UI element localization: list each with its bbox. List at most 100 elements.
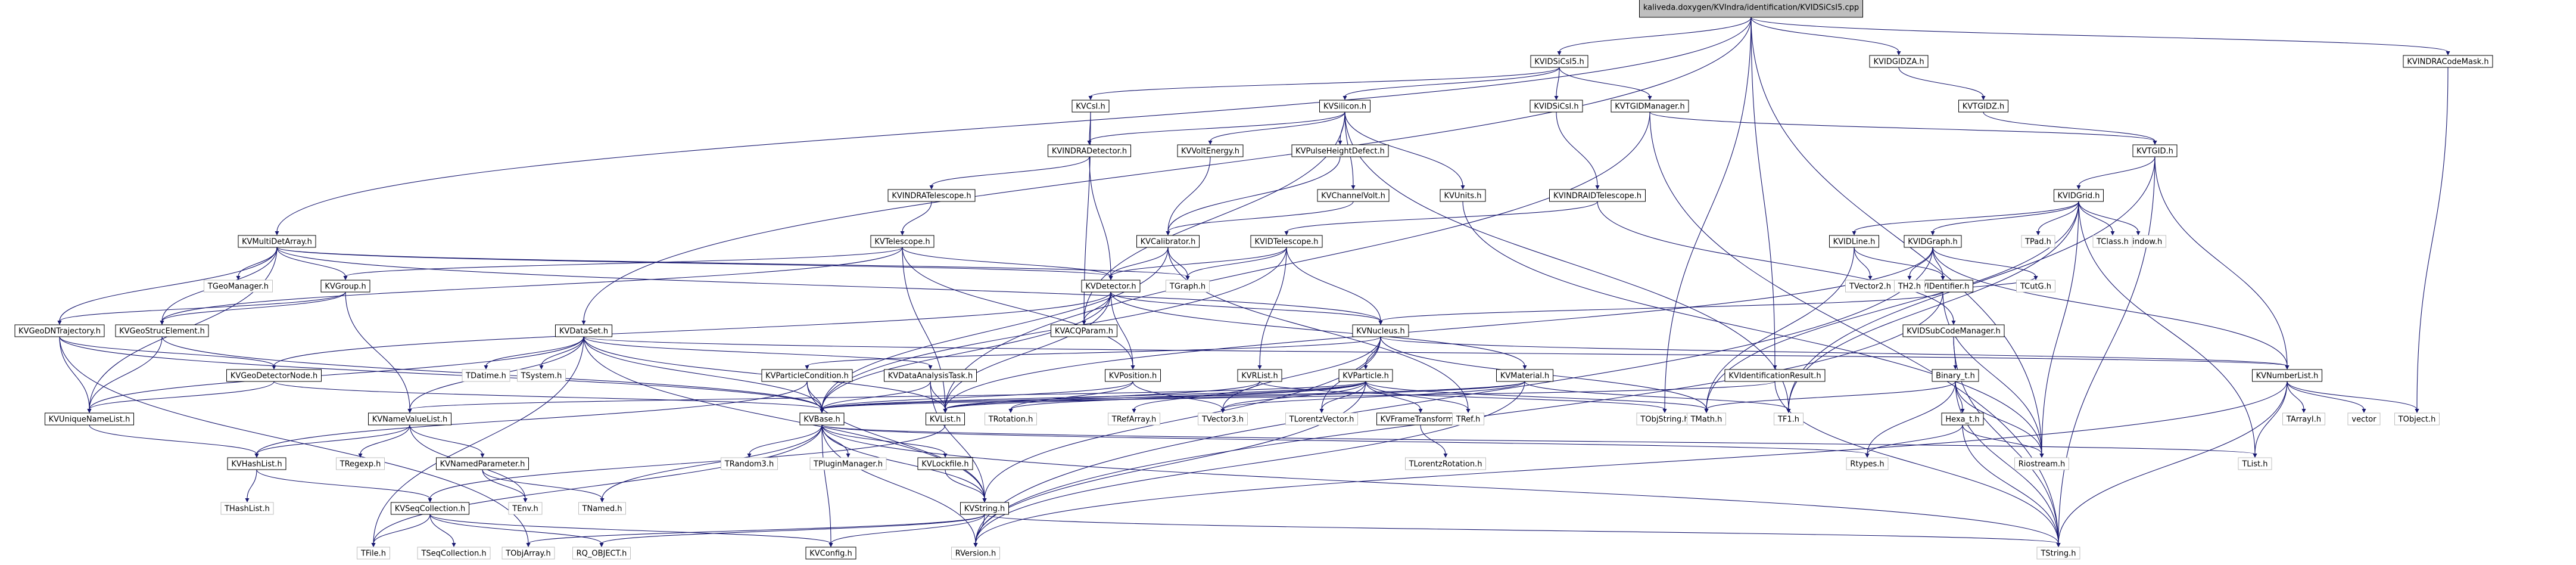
node-kvidgraph-h[interactable]: KVIDGraph.h bbox=[1904, 235, 1962, 248]
node-kvvoltenergy-h[interactable]: KVVoltEnergy.h bbox=[1177, 144, 1244, 157]
edge-kvnucleus-h-to-kvparticle-h bbox=[1365, 336, 1381, 367]
node-kvmultidetarray-h[interactable]: KVMultiDetArray.h bbox=[238, 235, 316, 248]
node-kvtgidz-h[interactable]: KVTGIDZ.h bbox=[1958, 100, 2008, 113]
node-box bbox=[1724, 369, 1826, 382]
node-kvnamevaluelist-h[interactable]: KVNameValueList.h bbox=[368, 412, 451, 426]
node-kvindracodemask-h[interactable]: KVINDRACodeMask.h bbox=[2403, 55, 2493, 68]
edge-kvgeodetectornode-h-to-kvuniquenamelist-h bbox=[89, 381, 275, 410]
node-kvindratelescope-h[interactable]: KVINDRATelescope.h bbox=[887, 189, 976, 202]
edge-arrowhead-kvpulseheightdefect-h bbox=[1338, 141, 1342, 145]
node-binary-t-h[interactable]: Binary_t.h bbox=[1932, 369, 1979, 382]
node-kvframetransform-h[interactable]: KVFrameTransform.h bbox=[1376, 412, 1465, 426]
edge-arrowhead-kvbase-h bbox=[820, 409, 824, 413]
node-kvuniquenamelist-h[interactable]: KVUniqueNameList.h bbox=[45, 412, 134, 426]
node-kvdataanalysistask-h[interactable]: KVDataAnalysisTask.h bbox=[884, 369, 977, 382]
node-kvrlist-h[interactable]: KVRList.h bbox=[1237, 369, 1282, 382]
node-kvposition-h[interactable]: KVPosition.h bbox=[1105, 369, 1161, 382]
edge-binary-t-h-to-rtypes-h bbox=[1867, 381, 1956, 455]
node-box bbox=[1319, 100, 1370, 113]
node-kvcalibrator-h[interactable]: KVCalibrator.h bbox=[1136, 235, 1200, 248]
node-box bbox=[887, 189, 976, 202]
node-kvnamedparameter-h[interactable]: KVNamedParameter.h bbox=[436, 457, 529, 470]
node-kvbase-h[interactable]: KVBase.h bbox=[799, 412, 845, 426]
node-kvidsubcodemanager-h[interactable]: KVIDSubCodeManager.h bbox=[1902, 324, 2005, 337]
edge-arrowhead-kvtgidmanager-h bbox=[1647, 96, 1652, 100]
node-kvidtelescope-h[interactable]: KVIDTelescope.h bbox=[1250, 235, 1323, 248]
node-label: kaliveda.doxygen/KVIndra/identification/… bbox=[1643, 4, 1859, 13]
node-kvgroup-h[interactable]: KVGroup.h bbox=[320, 280, 370, 293]
node-kvparticlecondition-h[interactable]: KVParticleCondition.h bbox=[761, 369, 853, 382]
node-tmath-h: TMath.h bbox=[1687, 412, 1726, 426]
node-kvidentifier-h[interactable]: KVIDentifier.h bbox=[1912, 280, 1973, 293]
edge-arrowhead-rversion-h bbox=[973, 543, 978, 547]
node-kvconfig-h[interactable]: KVConfig.h bbox=[805, 547, 856, 560]
node-kvsilicon-h[interactable]: KVSilicon.h bbox=[1319, 100, 1370, 113]
edge-kvlist-h-to-kvseqcollection-h bbox=[429, 424, 946, 499]
node-label: KVIDentifier.h bbox=[1917, 282, 1970, 291]
node-kvtgidmanager-h[interactable]: KVTGIDManager.h bbox=[1611, 100, 1689, 113]
node-label: KVString.h bbox=[964, 505, 1005, 514]
node-box bbox=[960, 502, 1009, 515]
node-tlist-h: TList.h bbox=[2238, 457, 2272, 470]
node-label: KVTGIDManager.h bbox=[1615, 103, 1684, 111]
node-kvunits-h[interactable]: KVUnits.h bbox=[1440, 189, 1486, 202]
edge-kvidgrid-h-to-kvidline-h bbox=[1854, 201, 2079, 232]
edge-kvmultidetarray-h-to-kvgroup-h bbox=[276, 247, 346, 277]
node-box bbox=[2394, 412, 2440, 426]
node-label: TRef.h bbox=[1456, 415, 1480, 424]
node-kvdataset-h[interactable]: KVDataSet.h bbox=[555, 324, 612, 337]
node-box bbox=[951, 547, 1000, 560]
edge-kvsilicon-h-to-kvunits-h bbox=[1344, 111, 1463, 187]
node-kvchannelvolt-h[interactable]: KVChannelVolt.h bbox=[1317, 189, 1390, 202]
node-kvidsicsi-h[interactable]: KVIDSiCsI.h bbox=[1530, 100, 1583, 113]
node-box bbox=[985, 412, 1037, 426]
node-kvindradetector-h[interactable]: KVINDRADetector.h bbox=[1048, 144, 1131, 157]
edge-arrowhead-tarrayi-h bbox=[2301, 409, 2306, 413]
node-kvmaterial-h[interactable]: KVMaterial.h bbox=[1496, 369, 1553, 382]
node-kvidgidza-h[interactable]: KVIDGIDZA.h bbox=[1869, 55, 1929, 68]
node-kvtgid-h[interactable]: KVTGID.h bbox=[2132, 144, 2178, 157]
edge-arrowhead-kvhashlist-h bbox=[254, 454, 259, 458]
node-box bbox=[799, 412, 845, 426]
node-kvgeodetectornode-h[interactable]: KVGeoDetectorNode.h bbox=[226, 369, 322, 382]
node-kvhashlist-h[interactable]: KVHashList.h bbox=[227, 457, 286, 470]
edge-arrowhead-kvnucleus-h bbox=[1378, 321, 1383, 325]
node-kvgeostrucelement-h[interactable]: KVGeoStrucElement.h bbox=[115, 324, 209, 337]
node-hexa-t-h[interactable]: Hexa_t.h bbox=[1941, 412, 1984, 426]
edge-root-to-tobjstring-h bbox=[1664, 17, 1752, 410]
node-kvacqparam-h[interactable]: KVACQParam.h bbox=[1051, 324, 1117, 337]
edge-kvstring-h-to-tstring-h bbox=[984, 514, 2059, 544]
node-box bbox=[226, 369, 322, 382]
node-kvidline-h[interactable]: KVIDLine.h bbox=[1829, 235, 1879, 248]
edge-arrowhead-tgwindow-h bbox=[2136, 231, 2141, 235]
node-kvidsicsi5-h[interactable]: KVIDSiCsI5.h bbox=[1530, 55, 1588, 68]
node-kvnumberlist-h[interactable]: KVNumberList.h bbox=[2252, 369, 2322, 382]
edge-kvchannelvolt-h-to-kvcalibrator-h bbox=[1167, 201, 1354, 232]
edge-kvsilicon-h-to-kvindradetector-h bbox=[1089, 111, 1345, 142]
node-tnamed-h: TNamed.h bbox=[578, 502, 626, 515]
node-kvgeodntrajectory-h[interactable]: KVGeoDNTrajectory.h bbox=[14, 324, 105, 337]
node-kvidgrid-h[interactable]: KVIDGrid.h bbox=[2054, 189, 2104, 202]
node-label: KVIDGIDZA.h bbox=[1873, 58, 1924, 67]
edge-kvmaterial-h-to-kvlist-h bbox=[945, 381, 1525, 410]
node-label: KVDataSet.h bbox=[559, 327, 608, 336]
node-root[interactable]: kaliveda.doxygen/KVIndra/identification/… bbox=[1639, 0, 1863, 18]
node-label: KVTelescope.h bbox=[874, 238, 930, 247]
node-label: TPad.h bbox=[2024, 238, 2051, 247]
node-kvseqcollection-h[interactable]: KVSeqCollection.h bbox=[391, 502, 469, 515]
node-label: KVUniqueNameList.h bbox=[49, 415, 130, 424]
node-kvtelescope-h[interactable]: KVTelescope.h bbox=[870, 235, 935, 248]
node-kvcsi-h[interactable]: KVCsI.h bbox=[1071, 100, 1110, 113]
node-kvlockfile-h[interactable]: KVLockfile.h bbox=[917, 457, 973, 470]
node-kvindraidtelescope-h[interactable]: KVINDRAIDTelescope.h bbox=[1549, 189, 1646, 202]
node-label: TList.h bbox=[2241, 460, 2267, 469]
node-kvstring-h[interactable]: KVString.h bbox=[960, 502, 1009, 515]
node-kvidentificationresult-h[interactable]: KVIdentificationResult.h bbox=[1724, 369, 1826, 382]
node-tdatime-h: TDatime.h bbox=[462, 369, 510, 382]
edge-kvgroup-h-to-kvgeostrucelement-h bbox=[161, 291, 346, 322]
node-kvnucleus-h[interactable]: KVNucleus.h bbox=[1352, 324, 1409, 337]
node-kvparticle-h[interactable]: KVParticle.h bbox=[1338, 369, 1393, 382]
node-kvpulseheightdefect-h[interactable]: KVPulseHeightDefect.h bbox=[1291, 144, 1389, 157]
node-kvdetector-h[interactable]: KVDetector.h bbox=[1081, 280, 1141, 293]
node-kvlist-h[interactable]: KVList.h bbox=[926, 412, 965, 426]
